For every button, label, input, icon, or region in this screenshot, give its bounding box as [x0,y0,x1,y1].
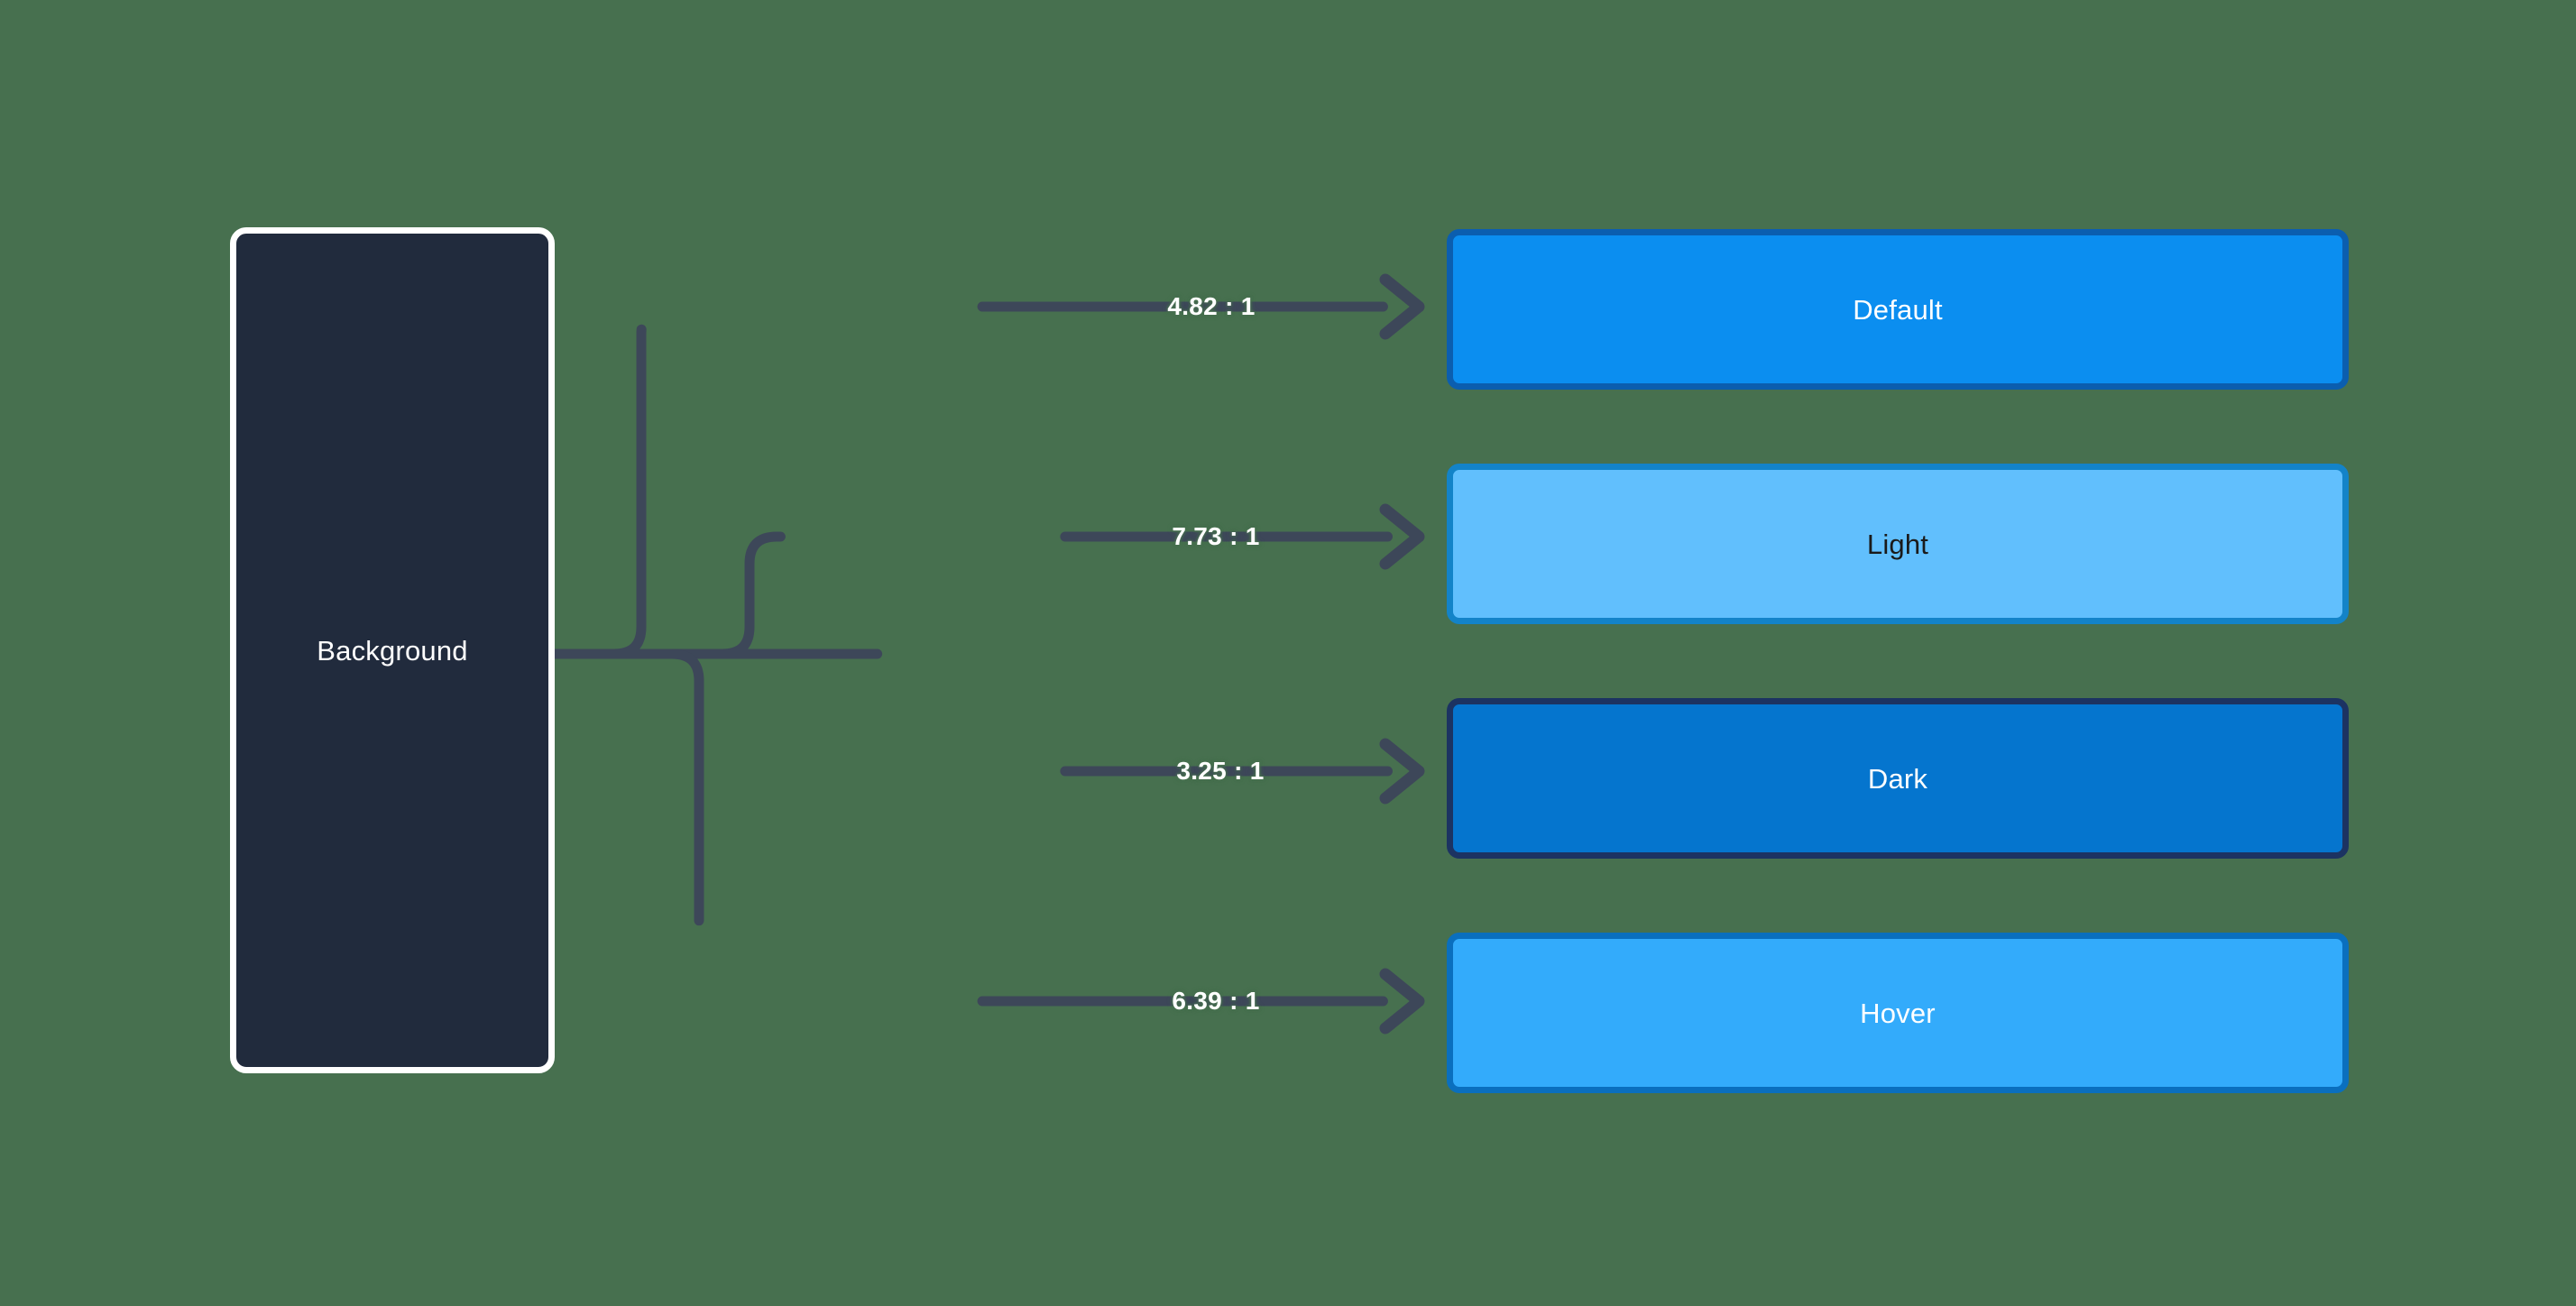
edge-to-light [549,531,1412,659]
node-default-label: Default [1853,293,1943,326]
arrowhead-dark-icon [1379,738,1425,805]
node-light-label: Light [1866,528,1929,560]
arrowhead-hover-icon [1379,968,1425,1035]
node-hover-label: Hover [1860,997,1936,1029]
edge-to-hover [549,648,1412,1007]
ratio-label-default: 4.82 : 1 [1167,292,1256,320]
node-hover[interactable]: Hover [1447,933,2349,1093]
node-dark[interactable]: Dark [1447,698,2349,859]
node-light[interactable]: Light [1447,464,2349,624]
node-dark-label: Dark [1867,762,1928,795]
ratio-label-light: 7.73 : 1 [1172,522,1260,550]
node-background-label: Background [317,634,468,667]
edge-to-dark [549,648,1412,777]
node-default[interactable]: Default [1447,229,2349,390]
edge-to-default [549,301,1412,659]
ratio-label-dark: 3.25 : 1 [1176,757,1265,785]
ratio-label-hover: 6.39 : 1 [1172,987,1260,1015]
node-background[interactable]: Background [230,227,555,1073]
arrowhead-default-icon [1379,273,1425,340]
arrowhead-light-icon [1379,503,1425,570]
